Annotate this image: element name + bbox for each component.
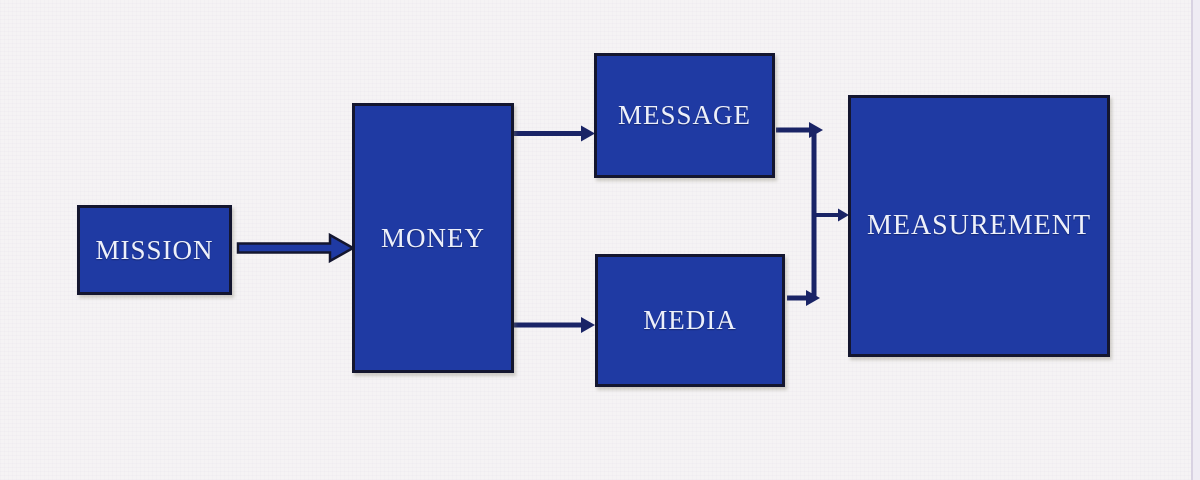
arrow-mission-to-money — [236, 232, 356, 264]
arrow-money-to-message-head — [581, 125, 595, 142]
node-measurement: MEASUREMENT — [848, 95, 1110, 357]
node-message-label: MESSAGE — [617, 100, 752, 130]
page-edge-line — [1191, 0, 1193, 480]
page-edge-zone — [1193, 0, 1200, 480]
node-money: MONEY — [352, 103, 514, 373]
arrow-media-to-junction-head — [806, 290, 820, 306]
node-measurement-label: MEASUREMENT — [866, 210, 1092, 241]
node-mission: MISSION — [77, 205, 232, 295]
arrow-message-to-junction-head — [809, 122, 823, 138]
node-mission-label: MISSION — [95, 234, 214, 265]
node-message: MESSAGE — [594, 53, 775, 178]
node-money-label: MONEY — [381, 222, 485, 253]
arrow-money-to-media-head — [581, 317, 595, 333]
arrow-junction-to-measurement-head — [838, 208, 849, 222]
node-media: MEDIA — [595, 254, 785, 387]
node-media-label: MEDIA — [643, 305, 737, 335]
